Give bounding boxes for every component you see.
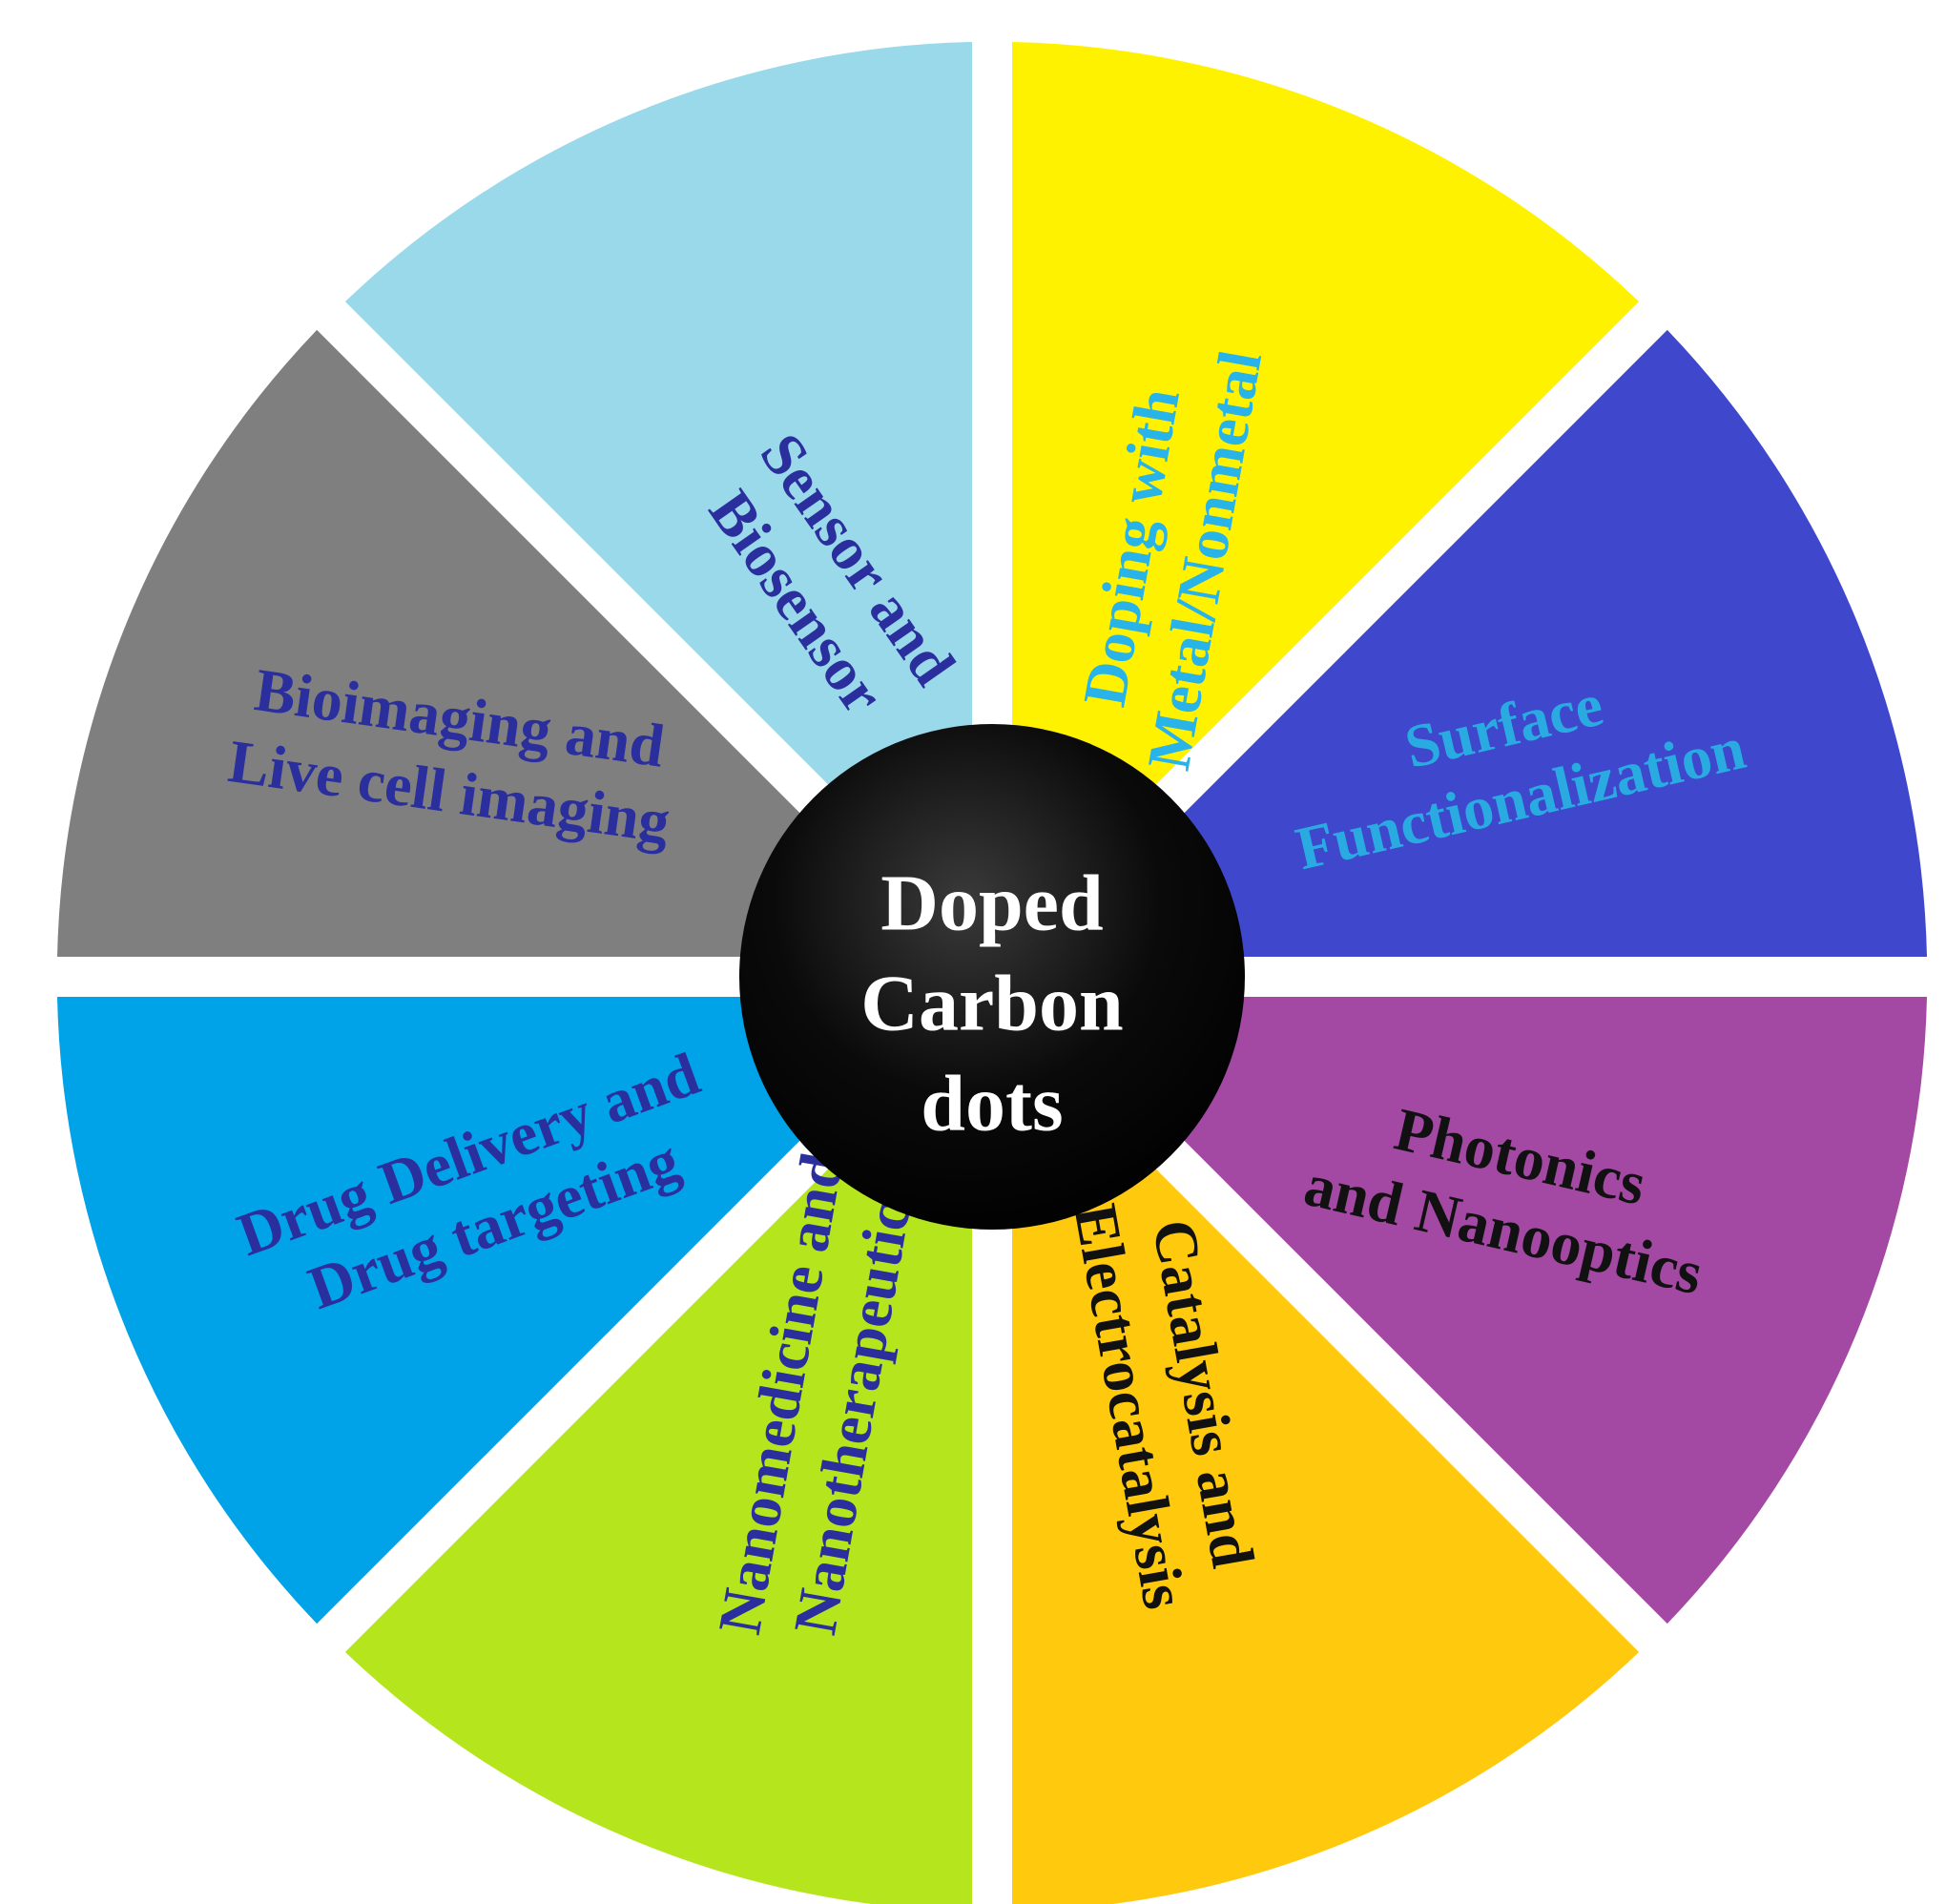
wheel-segment-4 [1012, 1024, 1640, 1904]
wheel-segment-7 [57, 329, 944, 957]
center-hub-circle [739, 724, 1245, 1230]
wheel-segment-1 [1012, 42, 1640, 929]
wheel-segment-2 [1040, 329, 1927, 957]
wheel-segment-5 [344, 1024, 972, 1904]
center-label-line-1: Doped [880, 859, 1103, 947]
center-hub: Doped Carbon dots [739, 724, 1245, 1230]
center-label-line-3: dots [921, 1059, 1063, 1148]
center-label-line-2: Carbon [860, 959, 1123, 1047]
wheel-segment-8 [344, 42, 972, 929]
wheel-segment-6 [57, 997, 944, 1625]
segments-layer [57, 42, 1927, 1904]
wheel-segment-3 [1040, 997, 1927, 1625]
